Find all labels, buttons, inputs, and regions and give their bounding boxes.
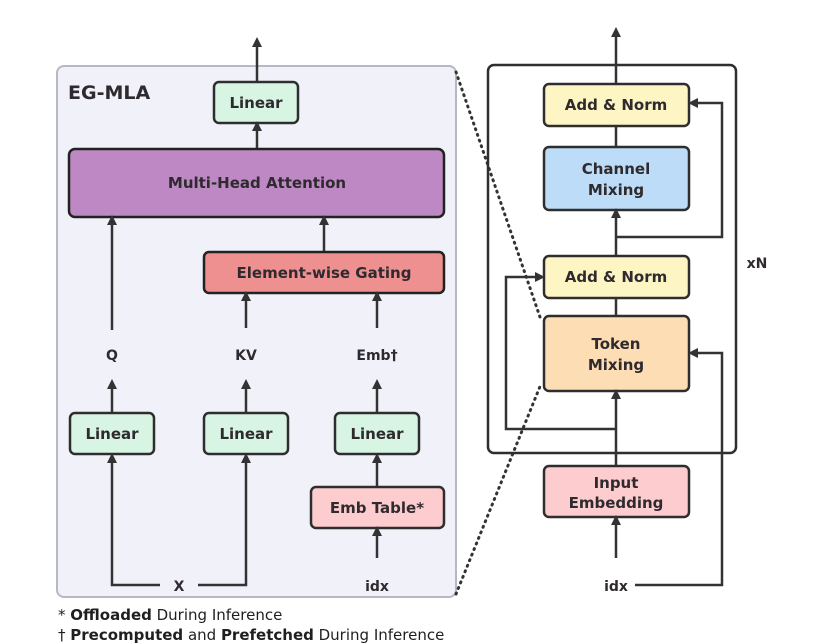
add-norm-bottom-label: Add & Norm: [565, 268, 668, 286]
x-input-label: X: [174, 579, 185, 595]
eg-mla-title: EG-MLA: [68, 82, 150, 104]
idx-input-label-left: idx: [365, 579, 389, 595]
q-label: Q: [106, 348, 118, 364]
footnote-text: and: [183, 626, 221, 644]
emb-table-label: Emb Table*: [330, 499, 424, 517]
emb-label: Emb†: [356, 348, 397, 364]
footnote-symbol: †: [58, 626, 66, 644]
footnote-bold: Offloaded: [70, 606, 152, 624]
multi-head-attention-label: Multi-Head Attention: [168, 174, 346, 192]
linear-emb-label: Linear: [350, 425, 404, 443]
footnote-offloaded: * Offloaded During Inference: [58, 606, 282, 624]
token-mixing-label-line1: Token: [592, 335, 641, 353]
element-wise-gating-label: Element-wise Gating: [237, 264, 412, 282]
repeat-n-label: xN: [747, 256, 768, 272]
channel-mixing-label-line2: Mixing: [588, 181, 644, 199]
footnote-bold: Precomputed: [70, 626, 184, 644]
footnote-text: During Inference: [151, 606, 283, 624]
idx-input-label-right: idx: [604, 579, 628, 595]
token-mixing-label-line2: Mixing: [588, 356, 644, 374]
token-mixing-box: [542, 314, 691, 393]
residual-to-bottom-addnorm: [504, 272, 616, 431]
x-to-linear-q-path: [107, 453, 160, 587]
channel-mixing-label-line1: Channel: [582, 160, 650, 178]
linear-output-label: Linear: [229, 94, 283, 112]
footnote-text-2: During Inference: [313, 626, 445, 644]
channel-mixing-box: [542, 145, 691, 212]
add-norm-top-label: Add & Norm: [565, 96, 668, 114]
zoom-dotted-line-top: [454, 70, 543, 322]
residual-to-top-addnorm: [616, 98, 724, 239]
idx-to-token-mixing-path: [635, 348, 724, 587]
input-embedding-label-line1: Input: [594, 474, 639, 492]
transformer-block-frame: [486, 63, 738, 455]
kv-label: KV: [235, 348, 257, 364]
multi-head-attention-box: [67, 147, 446, 219]
footnote-symbol: *: [58, 606, 66, 624]
linear-q-label: Linear: [85, 425, 139, 443]
footnote-bold-2: Prefetched: [220, 626, 314, 644]
element-wise-gating-box: [202, 250, 446, 295]
linear-kv-label: Linear: [219, 425, 273, 443]
footnote-precomputed: † Precomputed and Prefetched During Infe…: [58, 626, 444, 644]
zoom-dotted-line-bottom: [454, 382, 543, 596]
x-to-linear-kv-path: [198, 453, 251, 587]
input-embedding-label-line2: Embedding: [569, 494, 664, 512]
